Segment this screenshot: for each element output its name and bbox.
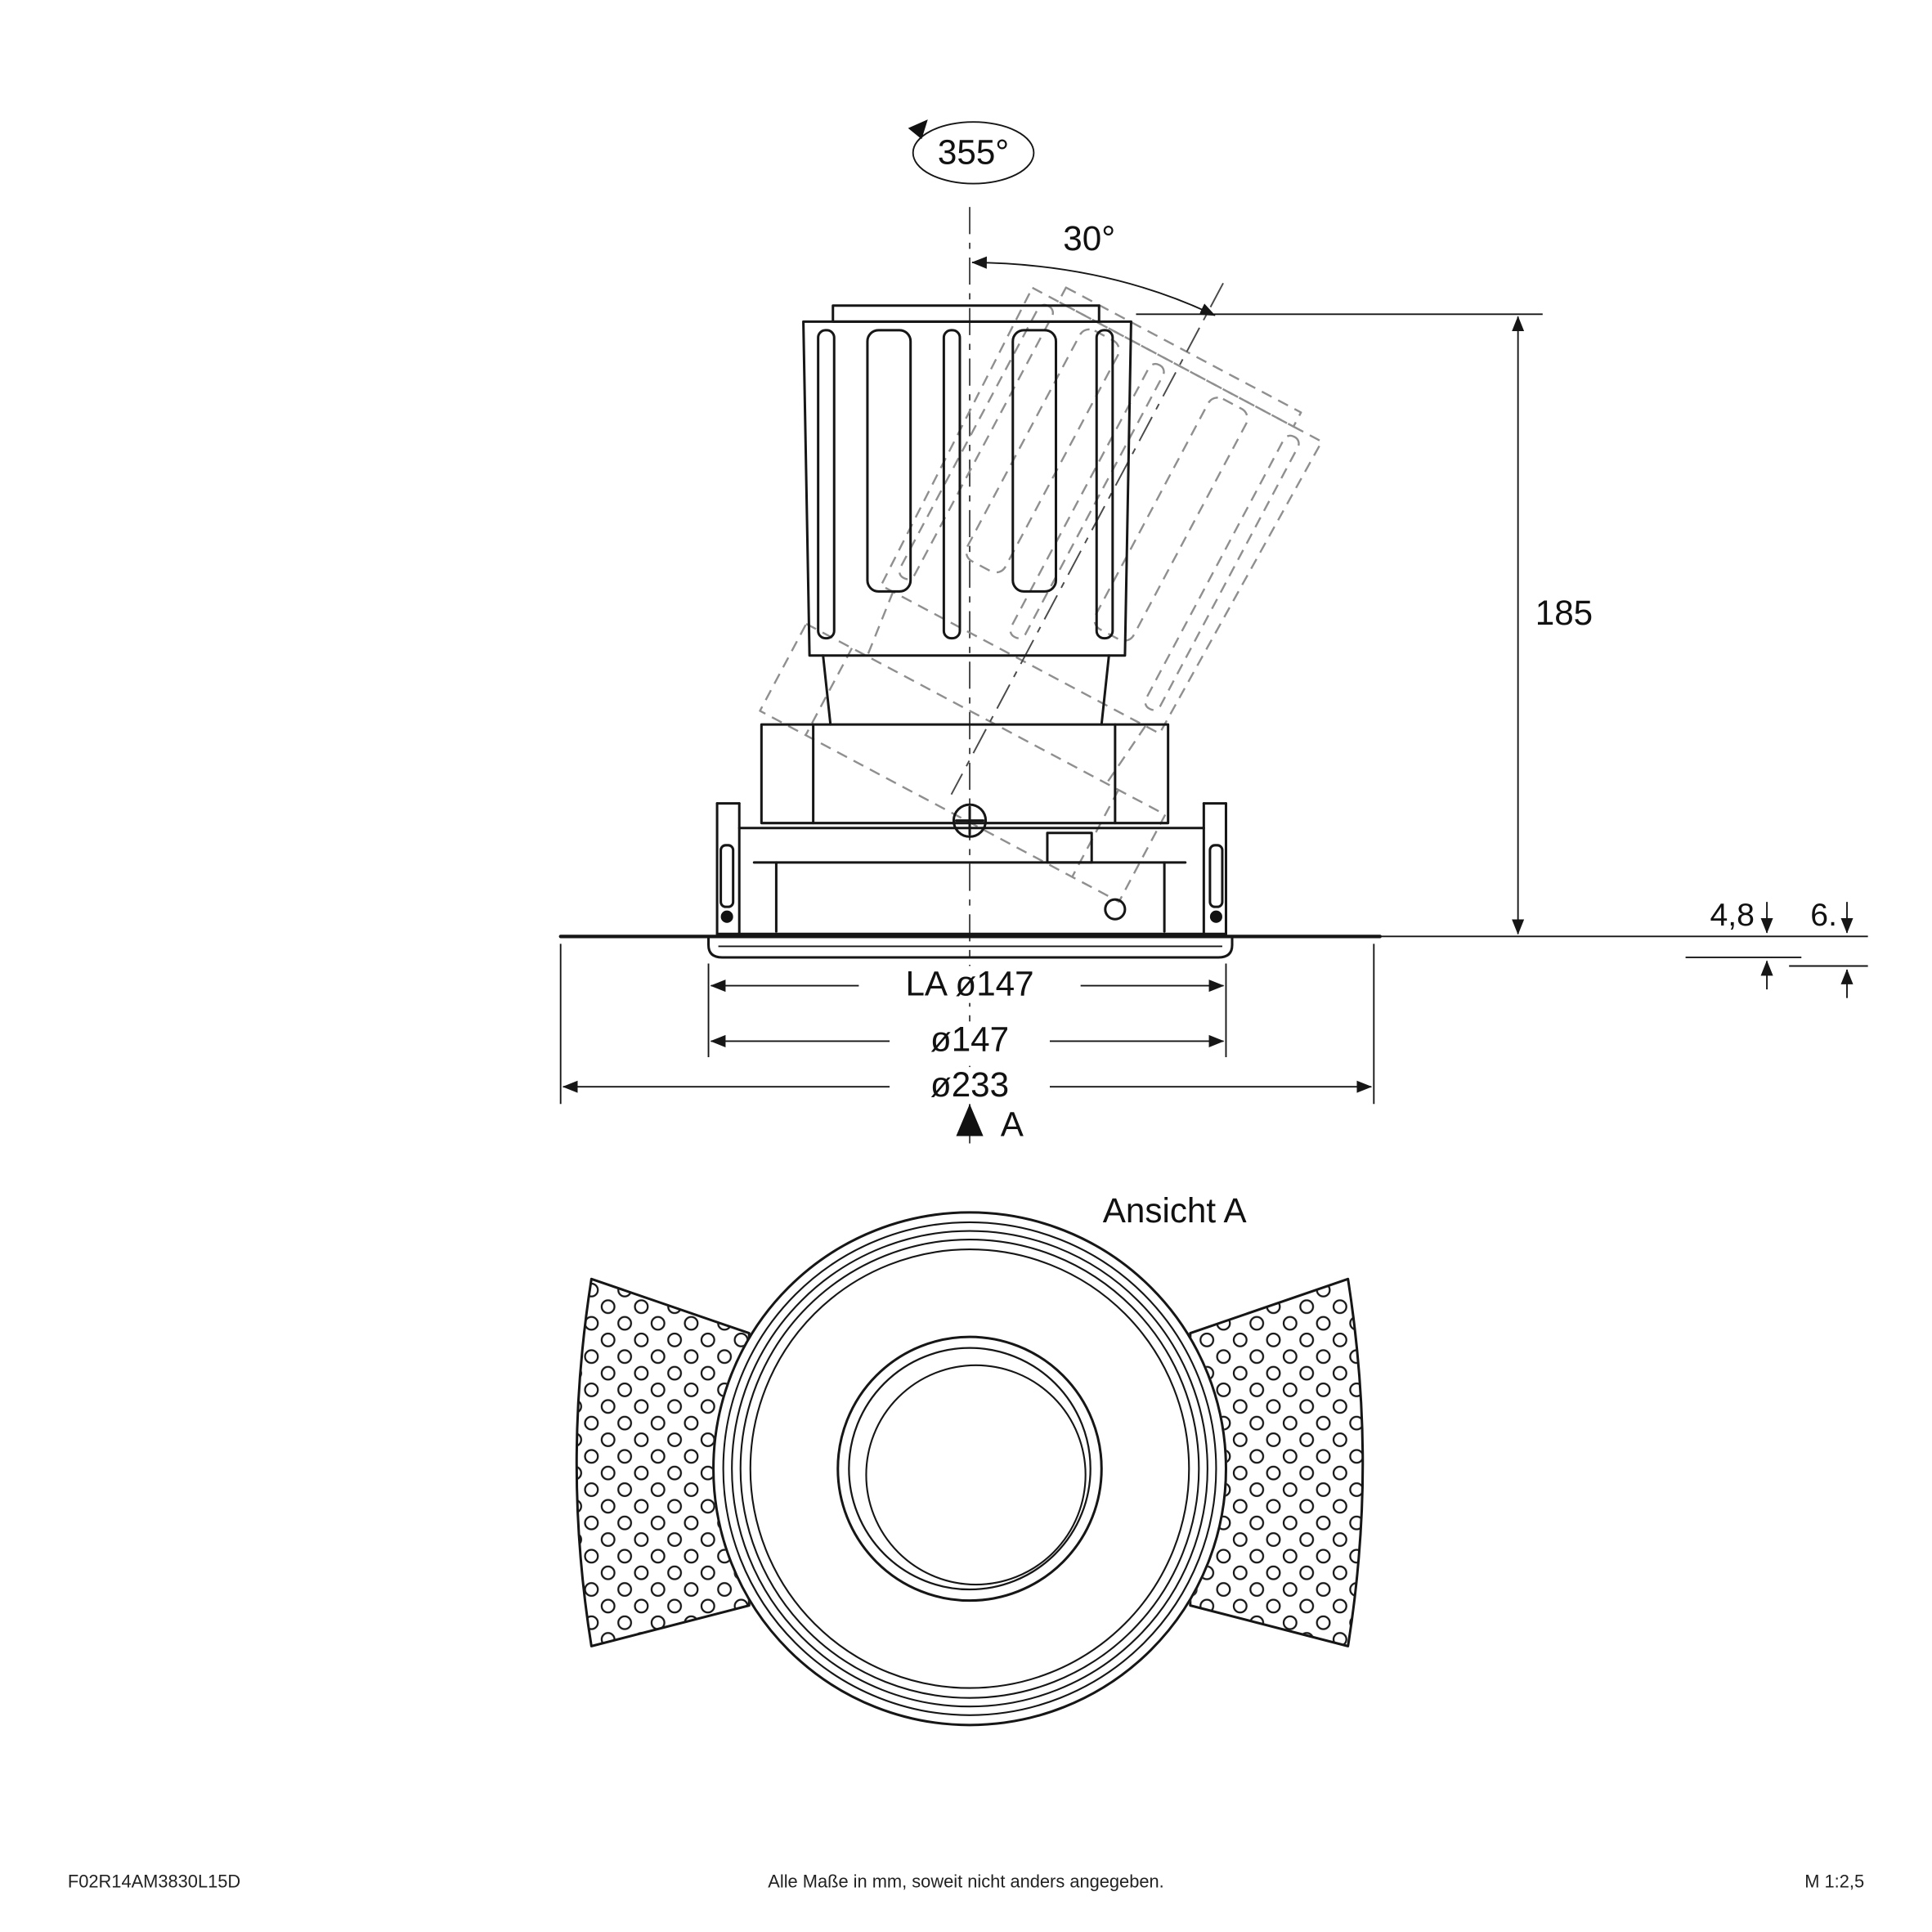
trim-face — [712, 1211, 1227, 1727]
adjustment-screw-icon — [952, 803, 988, 838]
ceiling-and-trim — [558, 935, 1868, 959]
side-view: 355° 30° — [558, 119, 1868, 1146]
flange-thickness-label: 4,8 — [1710, 898, 1755, 933]
tilted-lamp-dashed — [759, 253, 1363, 903]
height-dimension: 185 — [1136, 313, 1593, 935]
section-arrow: A — [956, 1104, 1024, 1143]
height-label: 185 — [1535, 594, 1593, 632]
rotation-indicator: 355° — [908, 119, 1035, 185]
lamp-body — [760, 304, 1170, 825]
section-arrow-label: A — [1001, 1105, 1024, 1143]
tilt-dimension: 30° — [971, 219, 1216, 316]
trim-rings — [712, 1211, 1227, 1727]
front-view: Ansicht A — [575, 1191, 1365, 1727]
outer-diameter-label: ø233 — [930, 1065, 1009, 1104]
view-direction-arrow-icon — [956, 1104, 984, 1136]
lens-rings — [836, 1335, 1103, 1603]
recess-depth-label: 6. — [1810, 898, 1837, 933]
tilt-angle-label: 30° — [1063, 219, 1115, 258]
perforated-wing-right — [1189, 1277, 1365, 1647]
lamp-cutout-label: LA ø147 — [905, 965, 1033, 1003]
rotation-arrow-icon — [908, 119, 928, 140]
trim-diameter-label: ø147 — [930, 1020, 1009, 1058]
flange-dimensions: 4,8 6. — [1685, 898, 1868, 998]
view-title: Ansicht A — [1103, 1191, 1248, 1230]
scale-label: M 1:2,5 — [1804, 1871, 1864, 1892]
rotation-angle-label: 355° — [938, 132, 1009, 171]
perforated-wing-left — [575, 1277, 751, 1647]
title-block: F02R14AM3830L15D Alle Maße in mm, soweit… — [68, 1871, 1864, 1892]
dimension-note: Alle Maße in mm, soweit nicht anders ang… — [768, 1871, 1163, 1892]
diameter-dimensions: LA ø147 ø147 ø233 — [559, 944, 1375, 1105]
mounting-frame — [715, 802, 1227, 935]
article-number: F02R14AM3830L15D — [68, 1871, 240, 1892]
